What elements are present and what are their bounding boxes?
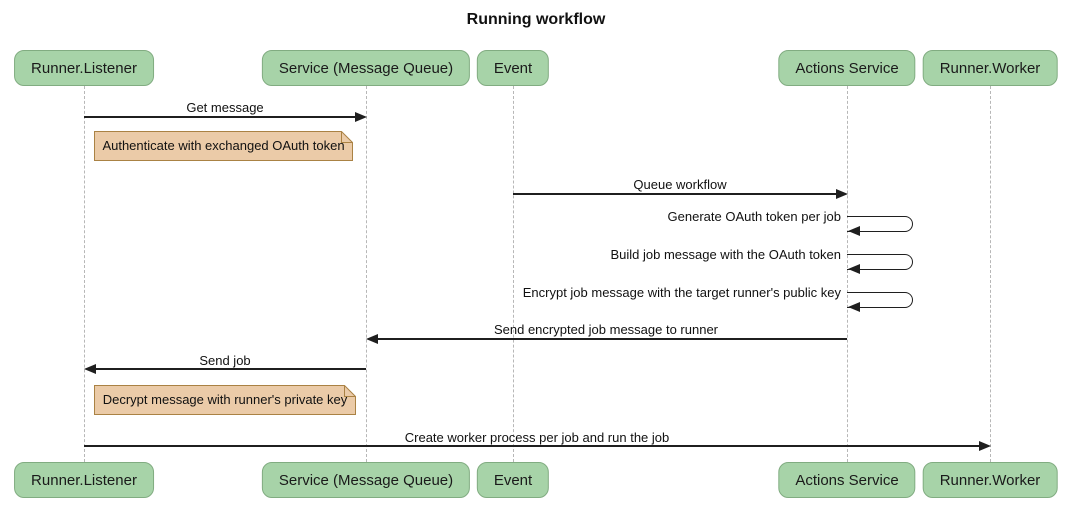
note-authenticate: [94, 131, 353, 161]
self-loop-curve: [847, 292, 913, 308]
arrow-left-icon: [84, 364, 96, 374]
participant-bottom-actions-service: Actions Service: [778, 462, 916, 498]
arrow-left-icon: [366, 334, 378, 344]
arrow-left-icon: [848, 264, 860, 274]
message-label-queue-workflow: Queue workflow: [633, 177, 727, 192]
participant-bottom-runner-worker: Runner.Worker: [922, 462, 1058, 498]
message-label-encrypt-job-message: Encrypt job message with the target runn…: [522, 285, 841, 300]
participant-bottom-runner-listener: Runner.Listener: [14, 462, 154, 498]
diagram-title: Running workflow: [466, 11, 606, 28]
participant-top-runner-worker: Runner.Worker: [922, 50, 1058, 86]
message-line-get-message: [84, 116, 357, 118]
participant-top-service-message-queue: Service (Message Queue): [261, 50, 471, 86]
participant-bottom-event: Event: [476, 462, 550, 498]
lifeline-runner-worker: [990, 86, 991, 462]
participant-top-runner-listener: Runner.Listener: [14, 50, 154, 86]
participant-top-event: Event: [476, 50, 550, 86]
self-loop-curve: [847, 216, 913, 232]
message-label-send-job: Send job: [199, 353, 251, 368]
lifeline-runner-listener: [84, 86, 85, 462]
message-label-create-worker: Create worker process per job and run th…: [404, 430, 670, 445]
arrow-left-icon: [848, 226, 860, 236]
note-text-decrypt: Decrypt message with runner's private ke…: [102, 392, 348, 407]
message-line-send-encrypted: [375, 338, 847, 340]
message-label-send-encrypted: Send encrypted job message to runner: [493, 322, 719, 337]
note-text-authenticate: Authenticate with exchanged OAuth token: [102, 138, 345, 153]
participant-top-actions-service: Actions Service: [778, 50, 916, 86]
arrow-right-icon: [979, 441, 991, 451]
message-line-queue-workflow: [513, 193, 838, 195]
lifeline-event: [513, 86, 514, 462]
arrow-right-icon: [836, 189, 848, 199]
arrow-left-icon: [848, 302, 860, 312]
participant-bottom-service-message-queue: Service (Message Queue): [261, 462, 471, 498]
message-line-create-worker: [84, 445, 981, 447]
message-label-generate-oauth-token: Generate OAuth token per job: [667, 209, 841, 224]
note-decrypt: [94, 385, 356, 415]
message-label-get-message: Get message: [186, 100, 264, 115]
message-line-send-job: [93, 368, 366, 370]
self-loop-curve: [847, 254, 913, 270]
lifeline-service-message-queue: [366, 86, 367, 462]
arrow-right-icon: [355, 112, 367, 122]
lifeline-actions-service: [847, 86, 848, 462]
message-label-build-job-message: Build job message with the OAuth token: [610, 247, 841, 262]
